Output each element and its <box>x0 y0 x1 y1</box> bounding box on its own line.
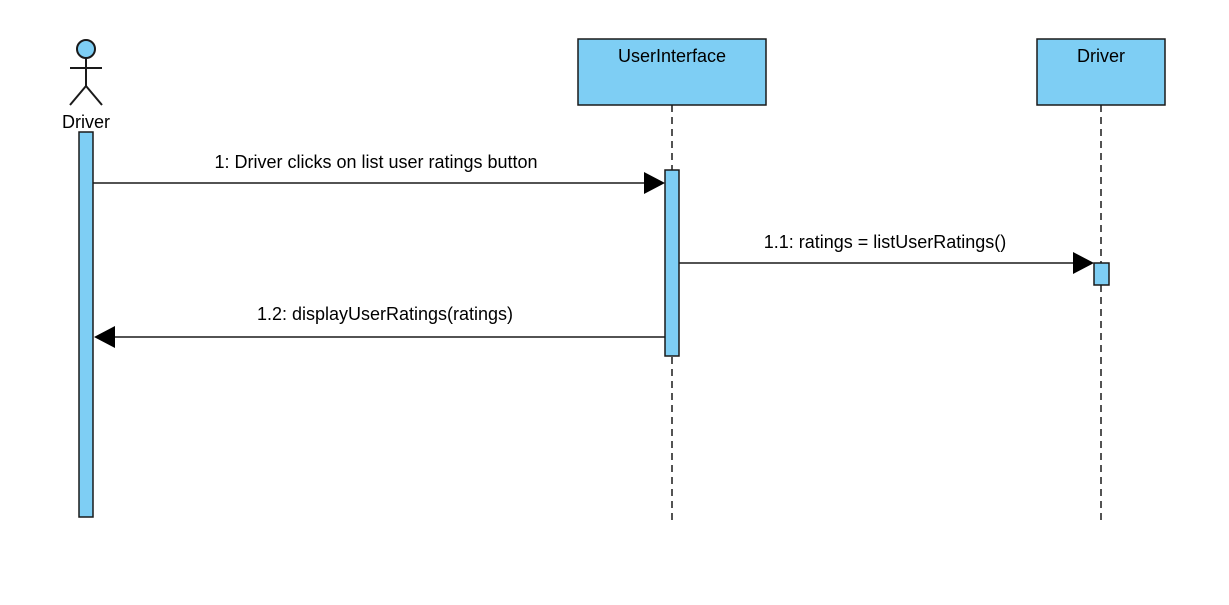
message-label: 1: Driver clicks on list user ratings bu… <box>214 152 537 172</box>
arrowhead-right-icon <box>1073 252 1094 274</box>
arrowhead-left-icon <box>94 326 115 348</box>
message-1-1[interactable]: 1.1: ratings = listUserRatings() <box>679 232 1094 274</box>
activation-bar-driver <box>1093 262 1110 286</box>
arrowhead-right-icon <box>644 172 665 194</box>
actor-activation-bar <box>78 131 94 518</box>
lifeline-driver[interactable]: Driver <box>1036 38 1166 520</box>
actor-driver[interactable]: Driver <box>62 39 110 132</box>
lifeline-label: UserInterface <box>618 46 726 66</box>
lifeline-userinterface[interactable]: UserInterface <box>577 38 767 520</box>
message-label: 1.1: ratings = listUserRatings() <box>764 232 1007 252</box>
stick-figure-icon <box>69 39 103 106</box>
message-1-2[interactable]: 1.2: displayUserRatings(ratings) <box>94 304 665 348</box>
message-1[interactable]: 1: Driver clicks on list user ratings bu… <box>93 152 665 194</box>
activation-bar-userinterface <box>664 169 680 357</box>
lifeline-head <box>1036 38 1166 106</box>
lifeline-head <box>577 38 767 106</box>
message-label: 1.2: displayUserRatings(ratings) <box>257 304 513 324</box>
lifeline-label: Driver <box>1077 46 1125 66</box>
actor-label: Driver <box>62 112 110 132</box>
